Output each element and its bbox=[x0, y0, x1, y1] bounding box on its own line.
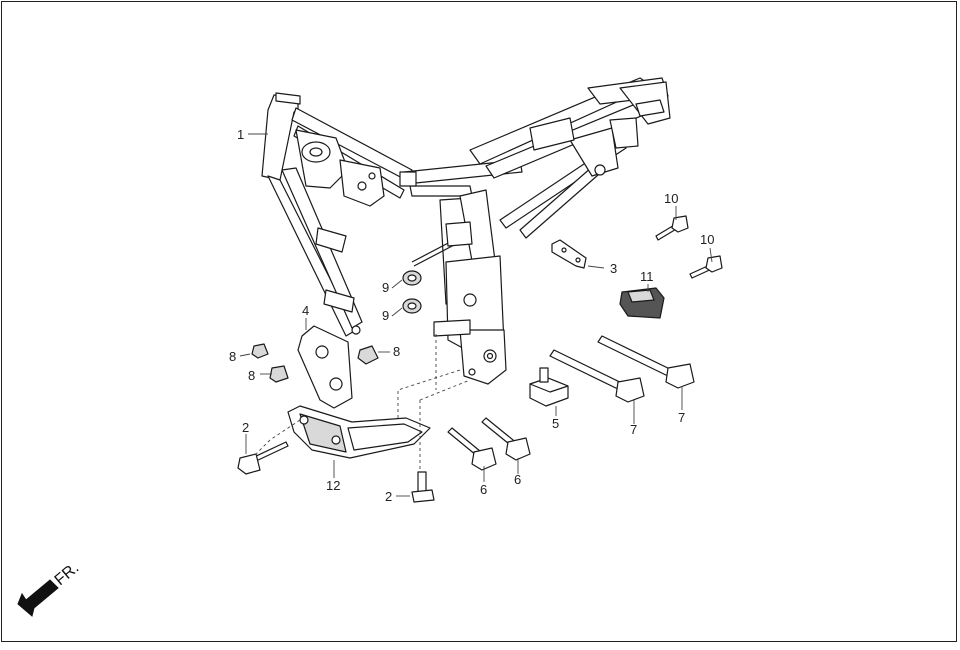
callout-labels: 1 2 2 3 4 5 6 6 7 7 8 8 8 9 9 10 10 11 1… bbox=[229, 127, 714, 504]
callout-5: 5 bbox=[552, 416, 559, 431]
callout-4: 4 bbox=[302, 303, 309, 318]
bolt-part-2-left bbox=[237, 441, 289, 475]
bracket-part-3 bbox=[551, 239, 587, 269]
bolt-part-2-bottom bbox=[411, 471, 435, 503]
callout-10-b: 10 bbox=[700, 232, 714, 247]
main-frame bbox=[261, 77, 671, 385]
skid-plate-part-12 bbox=[287, 405, 431, 459]
callout-11: 11 bbox=[640, 269, 654, 284]
leader-lines bbox=[239, 133, 713, 497]
callout-1: 1 bbox=[237, 127, 244, 142]
block-part-11 bbox=[619, 287, 665, 319]
callout-7-right: 7 bbox=[678, 410, 685, 425]
nut-part-8-b bbox=[269, 365, 289, 383]
callout-7-left: 7 bbox=[630, 422, 637, 437]
long-bolt-part-7-right bbox=[597, 335, 695, 389]
nut-part-8-a bbox=[251, 343, 269, 359]
callout-12: 12 bbox=[326, 478, 340, 493]
block-part-5 bbox=[529, 367, 569, 407]
callout-8-c: 8 bbox=[393, 344, 400, 359]
bolt-part-6-right bbox=[481, 417, 531, 461]
side-cover-part-4 bbox=[297, 325, 353, 409]
callout-2-left: 2 bbox=[242, 420, 249, 435]
callout-9-a: 9 bbox=[382, 280, 389, 295]
callout-3: 3 bbox=[610, 261, 617, 276]
bolt-part-6-left bbox=[447, 427, 497, 471]
bushing-part-9-a bbox=[402, 270, 422, 286]
callout-6-left: 6 bbox=[480, 482, 487, 497]
callout-2-bottom: 2 bbox=[385, 489, 392, 504]
assembly-dashed-lines bbox=[253, 334, 471, 470]
bushing-part-9-b bbox=[402, 298, 422, 314]
callout-10-a: 10 bbox=[664, 191, 678, 206]
callout-6-right: 6 bbox=[514, 472, 521, 487]
front-arrow-icon bbox=[17, 579, 59, 617]
long-bolt-part-7-left bbox=[549, 349, 645, 403]
bolt-part-10-b bbox=[689, 255, 723, 279]
callout-9-b: 9 bbox=[382, 308, 389, 323]
callout-8-a: 8 bbox=[229, 349, 236, 364]
nut-part-8-c bbox=[357, 345, 379, 365]
callout-8-b: 8 bbox=[248, 368, 255, 383]
